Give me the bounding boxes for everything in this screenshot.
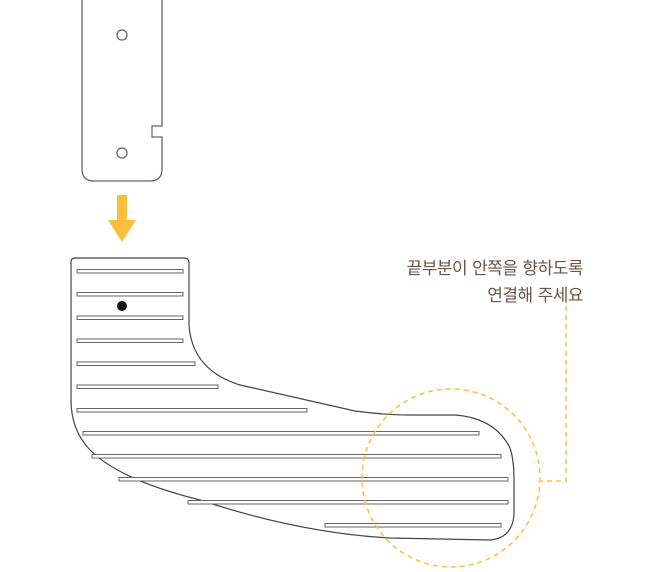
slot [76,269,184,274]
instruction-line-1: 끝부분이 안쪽을 향하도록 [406,259,584,279]
mat-piece [70,257,515,541]
slot [76,292,184,297]
top-hole [116,29,128,41]
slot [324,523,502,528]
slot [91,454,502,459]
highlight-callout [361,306,567,568]
slot [76,338,184,343]
slot [76,315,184,320]
slot [187,500,509,505]
slot [118,477,509,482]
marker-dot [117,301,127,311]
leader-line [541,306,567,482]
slot [82,431,480,436]
slot [76,408,308,413]
slot [76,361,196,366]
bottom-hole [116,147,128,159]
down-arrow-icon [108,195,136,242]
instruction-line-2: 연결해 주세요 [487,286,583,306]
slot [76,384,219,389]
instruction-note: 끝부분이 안쪽을 향하도록 연결해 주세요 [406,256,584,310]
highlight-circle [361,388,541,568]
connector-plate [81,0,163,182]
